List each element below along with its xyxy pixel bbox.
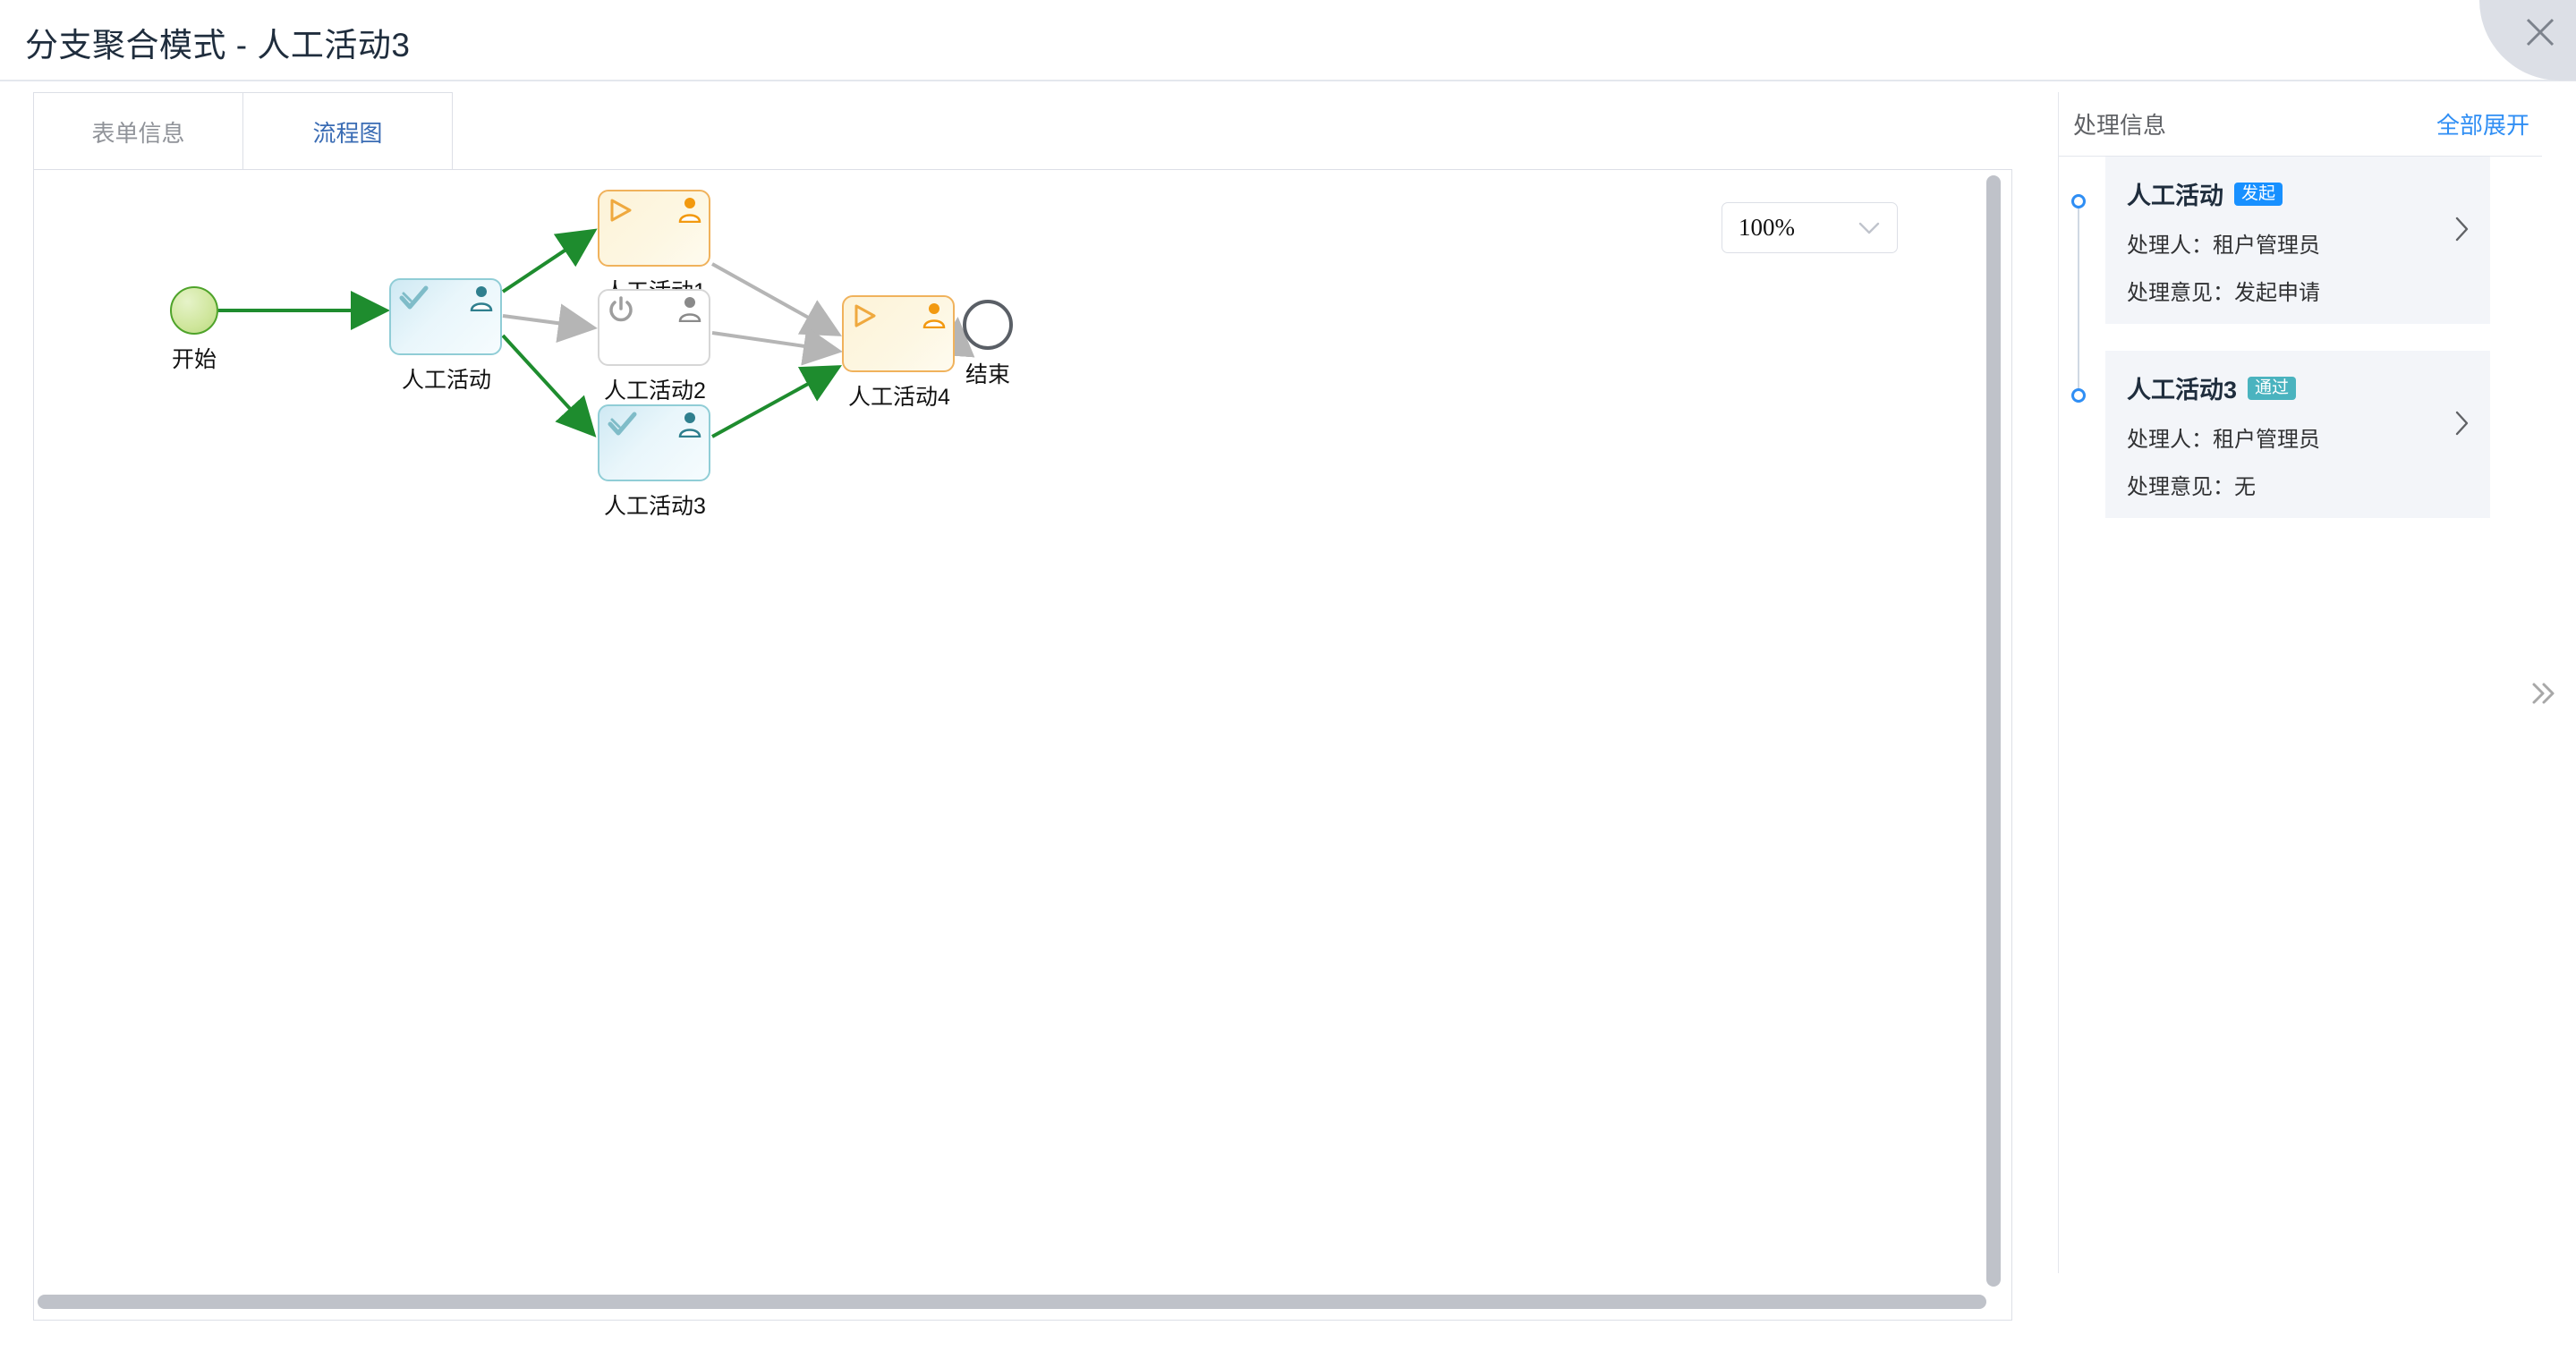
edge-t4-to-end <box>935 317 975 358</box>
collapse-panel-button[interactable] <box>2527 676 2563 711</box>
timeline-item: 人工活动3 通过 处理人：租户管理员 处理意见：无 <box>2059 351 2542 518</box>
edge-t3-to-t4 <box>711 365 843 438</box>
timeline-dot-icon <box>2071 194 2086 208</box>
flow-node-label: 人工活动3 <box>604 494 706 519</box>
flow-node-label: 人工活动 <box>401 368 491 393</box>
timeline-dot-icon <box>2071 388 2086 403</box>
power-icon <box>609 296 633 322</box>
timeline-card-header: 人工活动 发起 <box>2127 176 2470 211</box>
flow-node-label: 人工活动4 <box>848 385 950 410</box>
edge-t0-to-t3 <box>501 334 597 438</box>
play-icon <box>610 199 632 222</box>
user-task-box <box>598 289 710 366</box>
flow-graph: 开始 人工活动 <box>34 170 2011 1320</box>
status-badge: 发起 <box>2234 182 2283 206</box>
person-icon <box>678 412 701 438</box>
user-task-box <box>598 190 710 267</box>
timeline-card-header: 人工活动3 通过 <box>2127 370 2470 405</box>
chevron-right-icon[interactable] <box>2454 216 2470 242</box>
person-icon <box>678 297 701 322</box>
person-icon <box>678 198 701 223</box>
activity-name: 人工活动3 <box>2127 377 2238 404</box>
timeline-card[interactable]: 人工活动 发起 处理人：租户管理员 处理意见：发起申请 <box>2105 157 2490 324</box>
edge-t0-to-t2 <box>502 303 598 344</box>
flowchart-canvas-panel: 开始 人工活动 <box>33 169 2012 1321</box>
handler-row: 处理人：租户管理员 <box>2127 428 2320 452</box>
double-chevron-right-icon <box>2532 683 2555 704</box>
page-header: 分支聚合模式 - 人工活动3 <box>0 0 2576 81</box>
edge-t2-to-t4 <box>711 327 843 366</box>
tabs-bar: 表单信息 流程图 <box>33 92 2012 170</box>
flow-node-label: 人工活动2 <box>604 378 706 404</box>
tab-form-info[interactable]: 表单信息 <box>33 92 243 170</box>
flowchart-canvas[interactable]: 开始 人工活动 <box>34 170 2011 1320</box>
canvas-vertical-scrollbar[interactable] <box>1986 175 2001 1287</box>
edge-t1-to-t4 <box>711 262 842 336</box>
handler-row: 处理人：租户管理员 <box>2127 234 2320 258</box>
user-task-box <box>842 295 955 372</box>
opinion-row: 处理意见：无 <box>2127 475 2256 499</box>
chevron-down-icon <box>1858 222 1880 234</box>
play-icon <box>854 304 876 327</box>
chevron-right-icon[interactable] <box>2454 410 2470 437</box>
end-event-circle <box>963 300 1013 350</box>
start-event-circle <box>170 286 218 335</box>
check-icon <box>399 285 429 310</box>
flow-node-label: 开始 <box>171 347 217 372</box>
timeline-connector <box>2078 203 2079 393</box>
process-info-panel: 处理信息 全部展开 人工活动 发起 处理人：租户管理员 处理意见：发起申请 <box>2058 92 2542 1273</box>
user-task-box <box>598 404 710 481</box>
timeline-item: 人工活动 发起 处理人：租户管理员 处理意见：发起申请 <box>2059 157 2542 324</box>
process-info-header: 处理信息 全部展开 <box>2059 92 2542 157</box>
tab-flow-chart[interactable]: 流程图 <box>242 92 453 170</box>
close-icon <box>2526 18 2555 47</box>
edge-t0-to-t1 <box>501 228 598 293</box>
check-icon <box>608 412 637 436</box>
canvas-horizontal-scrollbar[interactable] <box>38 1295 1986 1309</box>
opinion-row: 处理意见：发起申请 <box>2127 281 2320 305</box>
close-button[interactable] <box>2479 0 2576 81</box>
process-info-title: 处理信息 <box>2073 112 2167 139</box>
zoom-level-value: 100% <box>1739 214 1795 241</box>
page-title: 分支聚合模式 - 人工活动3 <box>25 27 411 64</box>
flow-edges <box>218 228 975 438</box>
person-icon <box>470 286 493 311</box>
flow-node-label: 结束 <box>965 362 1010 387</box>
user-task-box <box>389 278 502 355</box>
tabs-filler <box>453 92 2012 170</box>
activity-name: 人工活动 <box>2127 183 2223 209</box>
status-badge: 通过 <box>2248 376 2297 400</box>
zoom-level-select[interactable]: 100% <box>1722 202 1898 253</box>
person-icon <box>922 303 946 328</box>
expand-all-link[interactable]: 全部展开 <box>2436 112 2529 139</box>
timeline-card[interactable]: 人工活动3 通过 处理人：租户管理员 处理意见：无 <box>2105 351 2490 518</box>
process-timeline: 人工活动 发起 处理人：租户管理员 处理意见：发起申请 人工活动3 通过 <box>2059 157 2542 545</box>
